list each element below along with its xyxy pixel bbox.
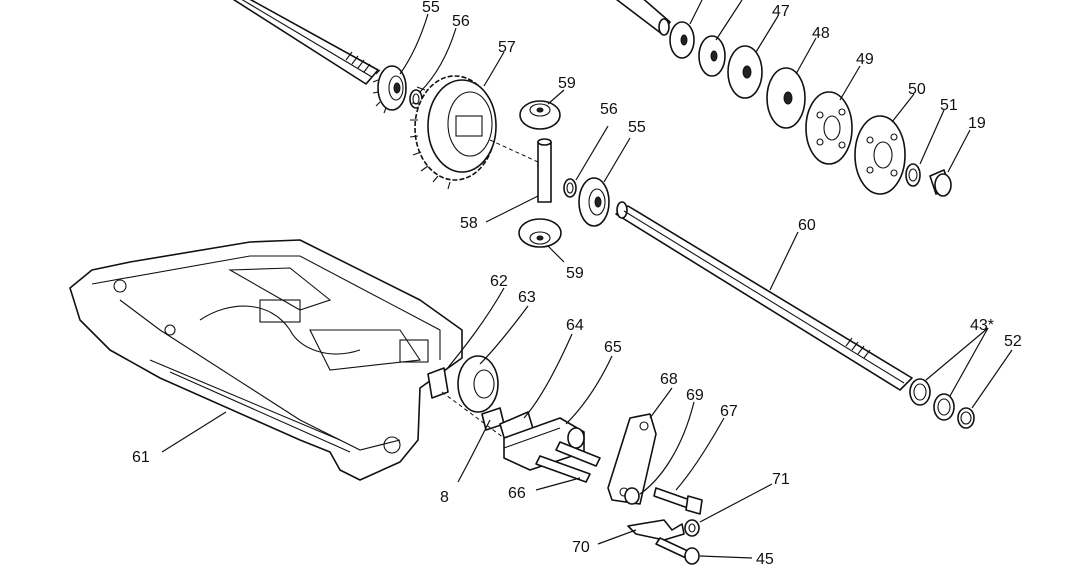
callout-56-right: 56 bbox=[600, 101, 618, 118]
spider-gear-59-top bbox=[519, 100, 561, 130]
callout-52: 52 bbox=[1004, 333, 1022, 350]
bevel-gear-55-top bbox=[372, 65, 407, 114]
callout-45: 45 bbox=[756, 551, 774, 568]
callout-57: 57 bbox=[498, 39, 516, 56]
brake-pad-62 bbox=[427, 367, 449, 399]
callout-50: 50 bbox=[908, 81, 926, 98]
brake-disc-63 bbox=[457, 355, 499, 413]
upper-right-shaft bbox=[615, 0, 671, 36]
callout-60: 60 bbox=[798, 217, 816, 234]
callout-48: 48 bbox=[812, 25, 830, 42]
spider-gear-59-bottom bbox=[518, 218, 562, 248]
callout-59-top: 59 bbox=[558, 75, 576, 92]
bolt-67 bbox=[653, 487, 703, 515]
leader-lines bbox=[161, 0, 1013, 559]
callout-55-top: 55 bbox=[422, 0, 440, 16]
callout-66: 66 bbox=[508, 485, 526, 502]
bevel-gear-55-right bbox=[578, 177, 610, 227]
callout-8: 8 bbox=[440, 489, 449, 506]
gear-small-top-2 bbox=[698, 35, 726, 77]
callout-69: 69 bbox=[686, 387, 704, 404]
washer-51 bbox=[905, 163, 921, 187]
callout-55-right: 55 bbox=[628, 119, 646, 136]
callout-64: 64 bbox=[566, 317, 584, 334]
nut-71 bbox=[684, 519, 700, 537]
callout-labels: 55 56 57 47 48 49 50 51 19 59 56 55 58 5… bbox=[132, 0, 1022, 568]
callout-71: 71 bbox=[772, 471, 790, 488]
washer-69 bbox=[624, 487, 640, 505]
callout-51: 51 bbox=[940, 97, 958, 114]
upper-left-shaft bbox=[232, 0, 379, 85]
callout-59-bottom: 59 bbox=[566, 265, 584, 282]
callout-61: 61 bbox=[132, 449, 150, 466]
bracket-70 bbox=[627, 519, 685, 541]
callout-58: 58 bbox=[460, 215, 478, 232]
brake-lever-68 bbox=[607, 413, 657, 505]
bolt-45 bbox=[655, 537, 700, 565]
gear-48 bbox=[766, 67, 806, 129]
gear-49 bbox=[805, 91, 853, 165]
dowel-pins-66 bbox=[535, 441, 601, 483]
callout-65: 65 bbox=[604, 339, 622, 356]
brake-caliper-65 bbox=[503, 417, 585, 471]
washer-43-a bbox=[909, 378, 931, 406]
cross-pin-58 bbox=[537, 138, 552, 203]
bushing-19 bbox=[929, 169, 952, 197]
callout-70: 70 bbox=[572, 539, 590, 556]
callout-62: 62 bbox=[490, 273, 508, 290]
gear-47 bbox=[727, 45, 763, 99]
gear-small-top-1 bbox=[669, 21, 695, 59]
callout-19: 19 bbox=[968, 115, 986, 132]
callout-47: 47 bbox=[772, 3, 790, 20]
washer-43-b bbox=[933, 393, 955, 421]
callout-63: 63 bbox=[518, 289, 536, 306]
callout-49: 49 bbox=[856, 51, 874, 68]
callout-68: 68 bbox=[660, 371, 678, 388]
gear-50 bbox=[854, 115, 906, 195]
washer-56-right bbox=[563, 178, 577, 198]
transaxle-housing-61 bbox=[69, 239, 463, 481]
axle-shaft-60 bbox=[615, 201, 913, 391]
washer-52 bbox=[957, 407, 975, 429]
callout-67: 67 bbox=[720, 403, 738, 420]
callout-56-top: 56 bbox=[452, 13, 470, 30]
ring-gear-57 bbox=[409, 75, 497, 190]
callout-43-star: 43* bbox=[970, 317, 994, 334]
